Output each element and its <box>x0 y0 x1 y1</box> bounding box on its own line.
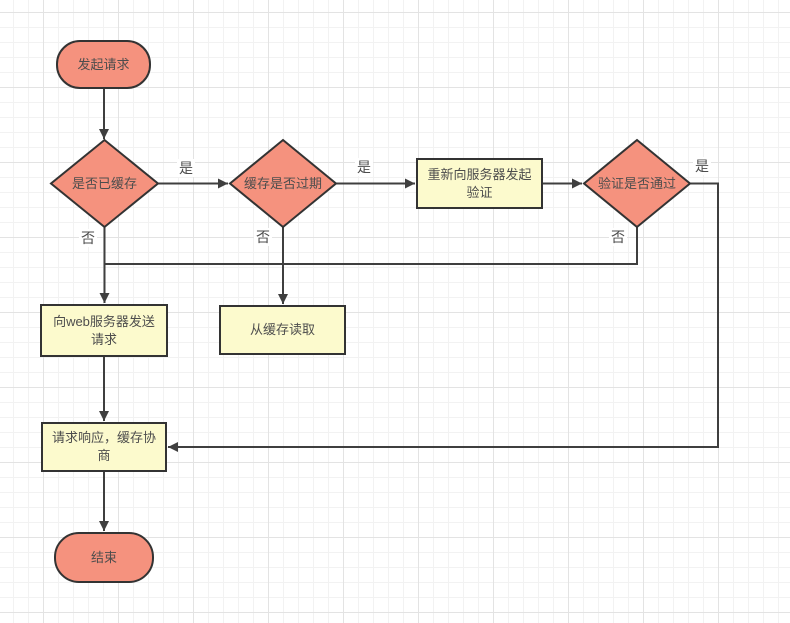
node-start-shape[interactable] <box>56 40 151 89</box>
edge-label-iscached-yes: 是 <box>177 159 195 177</box>
node-isexpired-shape[interactable] <box>228 138 338 229</box>
node-revalidate-shape[interactable] <box>416 158 543 209</box>
edge-label-iscached-no: 否 <box>79 229 97 247</box>
edge-label-isvalid-no: 否 <box>609 228 627 246</box>
edge-label-isexpired-yes: 是 <box>355 158 373 176</box>
node-end-shape[interactable] <box>54 532 154 583</box>
edge-label-isexpired-no: 否 <box>254 228 272 246</box>
node-isvalid-shape[interactable] <box>582 138 692 229</box>
edge-isvalid-no-merge[interactable] <box>104 227 638 265</box>
edge-isvalid-yes-to-response[interactable] <box>168 182 719 452</box>
node-iscached-shape[interactable] <box>49 138 160 229</box>
edge-label-isvalid-yes: 是 <box>693 157 711 175</box>
node-readcache-shape[interactable] <box>219 305 346 355</box>
node-response-shape[interactable] <box>41 422 167 472</box>
node-sendrequest-shape[interactable] <box>40 304 168 357</box>
